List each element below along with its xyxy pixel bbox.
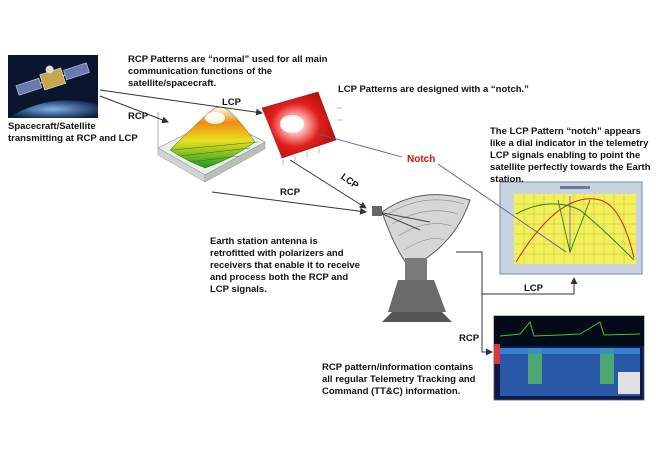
arrow-rcp-to-spectrum [481,294,493,356]
rcp-normal-caption: RCP Patterns are “normal” used for all m… [128,54,328,89]
lcp-telemetry-plot-image [499,181,643,275]
arrow-lcp-sat-to-pattern [99,89,263,116]
lcp-notch-caption: LCP Patterns are designed with a “notch.… [338,84,529,95]
lcp-notch-pattern-image [261,91,342,165]
rcp-3d-pattern-image [157,106,266,183]
label-rcp-top: RCP [128,111,149,122]
notch-line-left [317,133,403,158]
earth-station-dish-image [372,194,471,322]
label-rcp-mid: RCP [280,187,301,198]
earth-station-caption: Earth station antenna is retrofitted wit… [210,236,360,295]
label-lcp-top: LCP [222,97,241,108]
label-lcp-bottom: LCP [524,283,543,294]
arrow-lcp-to-antenna [289,159,367,209]
arrow-rcp-to-antenna [211,191,367,215]
label-rcp-bottom: RCP [459,333,480,344]
rcp-spectrum-display-image [493,315,645,401]
spacecraft-caption: Spacecraft/Satellite transmitting at RCP… [8,121,138,144]
connector-lines [99,89,578,356]
lcp-dial-caption: The LCP Pattern “notch” appears like a d… [490,126,651,185]
notch-line-right [437,163,567,253]
arrow-rcp-sat-to-pattern [99,95,169,124]
satellite-image [8,55,98,118]
rcp-info-caption: RCP pattern/information contains all reg… [322,362,476,397]
label-notch: Notch [407,154,436,165]
